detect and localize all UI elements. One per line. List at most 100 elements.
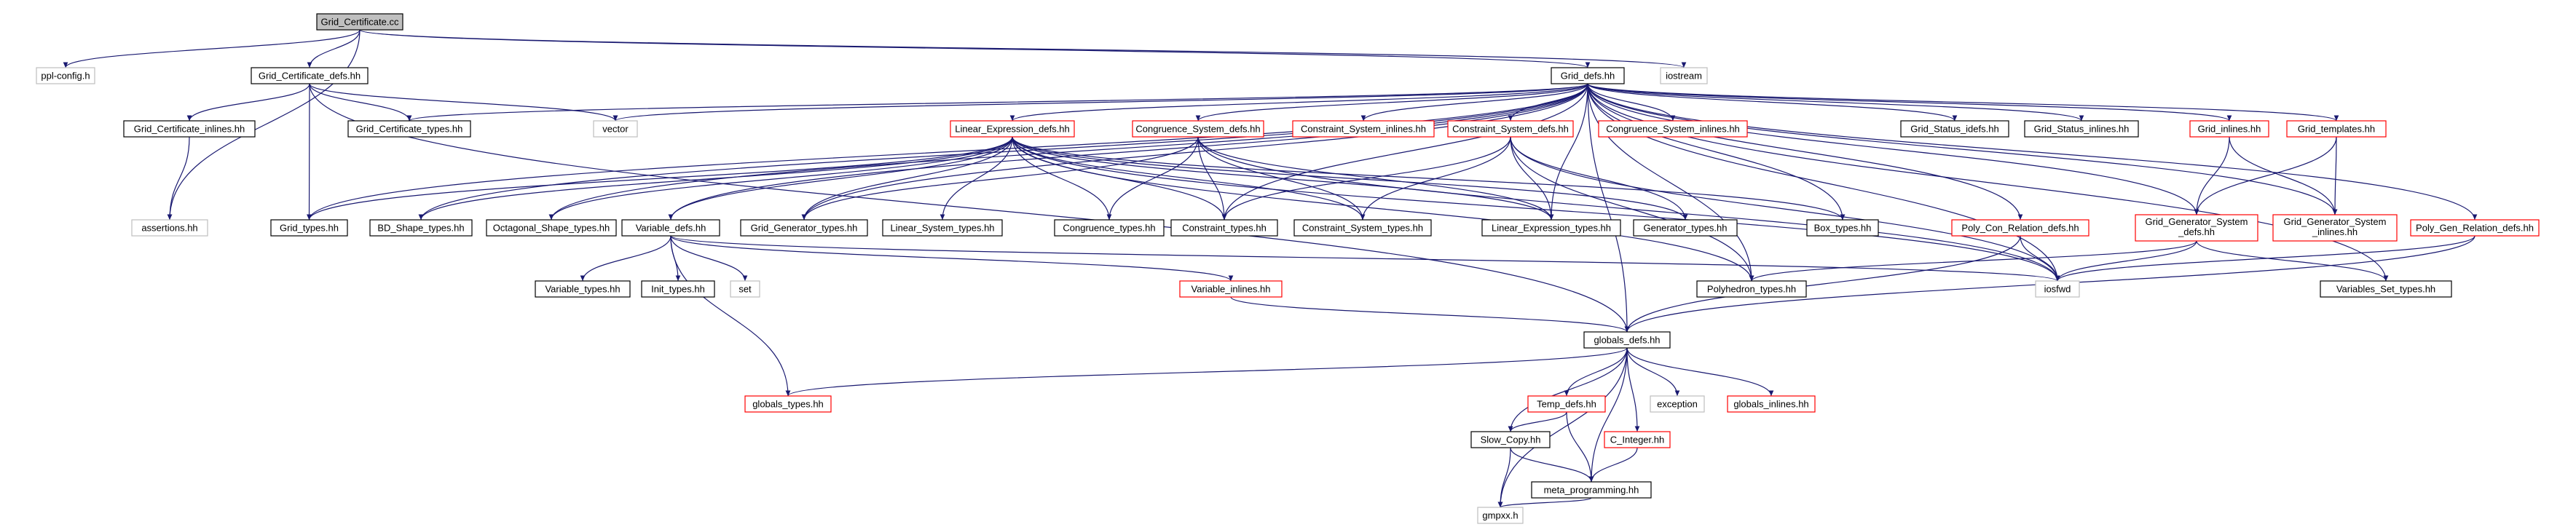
node-label-grid_generator_system_inlines-line-0: Grid_Generator_System — [2284, 216, 2387, 227]
node-label-poly_con_relation_defs: Poly_Con_Relation_defs.hh — [1961, 223, 2079, 234]
node-generator_types[interactable]: Generator_types.hh — [1633, 219, 1738, 237]
node-label-grid_generator_system_defs-line-1: _defs.hh — [2178, 226, 2215, 237]
node-label-grid_generator_system_inlines-line-1: _inlines.hh — [2312, 226, 2358, 237]
node-iostream[interactable]: iostream — [1660, 67, 1708, 84]
node-iosfwd[interactable]: iosfwd — [2035, 280, 2080, 298]
node-c_integer[interactable]: C_Integer.hh — [1604, 431, 1671, 448]
node-grid_certificate_defs[interactable]: Grid_Certificate_defs.hh — [251, 67, 369, 84]
node-constraint_system_defs[interactable]: Constraint_System_defs.hh — [1447, 120, 1574, 138]
edge-grid_defs-to-grid_status_idefs — [1587, 83, 1958, 122]
node-label-set: set — [738, 284, 752, 295]
node-variable_types[interactable]: Variable_types.hh — [535, 280, 631, 298]
node-box-assertions — [131, 219, 208, 237]
edge-grid_templates-to-grid_generator_system_defs — [2194, 136, 2337, 215]
node-octagonal_shape_types[interactable]: Octagonal_Shape_types.hh — [486, 219, 617, 237]
node-label-congruence_types: Congruence_types.hh — [1063, 223, 1155, 234]
node-label-variables_set_types: Variables_Set_types.hh — [2336, 284, 2435, 295]
node-grid_certificate_types[interactable]: Grid_Certificate_types.hh — [347, 120, 471, 138]
node-constraint_types[interactable]: Constraint_types.hh — [1170, 219, 1278, 237]
node-label-iostream: iostream — [1666, 71, 1702, 82]
node-label-grid_certificate_cc: Grid_Certificate.cc — [321, 17, 399, 28]
node-box-slow_copy — [1470, 431, 1551, 448]
node-init_types[interactable]: Init_types.hh — [641, 280, 715, 298]
node-exception[interactable]: exception — [1650, 395, 1705, 413]
node-linear_expression_types[interactable]: Linear_Expression_types.hh — [1481, 219, 1621, 237]
node-variables_set_types[interactable]: Variables_Set_types.hh — [2320, 280, 2452, 298]
node-grid_certificate_cc[interactable]: Grid_Certificate.cc — [316, 13, 403, 31]
node-box-constraint_system_defs — [1447, 120, 1574, 138]
node-grid_defs[interactable]: Grid_defs.hh — [1551, 67, 1625, 84]
node-box-grid_templates — [2286, 120, 2387, 138]
edge-constraint_system_defs-to-constraint_types — [1221, 136, 1511, 221]
node-congruence_system_inlines[interactable]: Congruence_System_inlines.hh — [1598, 120, 1748, 138]
node-poly_gen_relation_defs[interactable]: Poly_Gen_Relation_defs.hh — [2410, 219, 2540, 237]
node-grid_certificate_inlines[interactable]: Grid_Certificate_inlines.hh — [123, 120, 256, 138]
edge-grid_defs-to-congruence_system_inlines — [1587, 83, 1676, 122]
node-label-congruence_system_defs: Congruence_System_defs.hh — [1135, 124, 1260, 135]
node-label-bd_shape_types: BD_Shape_types.hh — [377, 223, 464, 234]
node-box-generator_types — [1633, 219, 1738, 237]
node-box-congruence_system_inlines — [1598, 120, 1748, 138]
node-meta_programming[interactable]: meta_programming.hh — [1531, 481, 1652, 499]
node-grid_types[interactable]: Grid_types.hh — [270, 219, 348, 237]
node-constraint_system_types[interactable]: Constraint_System_types.hh — [1293, 219, 1432, 237]
node-linear_system_types[interactable]: Linear_System_types.hh — [882, 219, 1003, 237]
node-congruence_types[interactable]: Congruence_types.hh — [1054, 219, 1165, 237]
edge-variable_defs-to-iosfwd — [670, 235, 2060, 282]
edge-grid_defs-to-grid_generator_system_defs — [1587, 83, 2199, 215]
node-box-iosfwd — [2035, 280, 2080, 298]
node-variable_inlines[interactable]: Variable_inlines.hh — [1179, 280, 1283, 298]
node-globals_inlines[interactable]: globals_inlines.hh — [1727, 395, 1816, 413]
node-polyhedron_types[interactable]: Polyhedron_types.hh — [1696, 280, 1807, 298]
node-globals_defs[interactable]: globals_defs.hh — [1583, 331, 1671, 349]
edge-constraint_system_defs-to-linear_expression_types — [1510, 136, 1554, 221]
node-constraint_system_inlines[interactable]: Constraint_System_inlines.hh — [1292, 120, 1435, 138]
node-bd_shape_types[interactable]: BD_Shape_types.hh — [369, 219, 473, 237]
node-grid_generator_system_inlines[interactable]: Grid_Generator_System_inlines.hh — [2272, 214, 2398, 242]
edge-grid_defs-to-octagonal_shape_types — [548, 83, 1588, 221]
node-globals_types[interactable]: globals_types.hh — [744, 395, 832, 413]
edge-grid_defs-to-grid_generator_system_inlines — [1587, 83, 2338, 215]
node-slow_copy[interactable]: Slow_Copy.hh — [1470, 431, 1551, 448]
edge-grid_generator_system_defs-to-variables_set_types — [2196, 240, 2389, 282]
node-grid_inlines[interactable]: Grid_inlines.hh — [2189, 120, 2269, 138]
node-vector[interactable]: vector — [593, 120, 638, 138]
node-grid_generator_system_defs[interactable]: Grid_Generator_System_defs.hh — [2135, 214, 2258, 242]
edge-linear_expression_defs-to-iosfwd — [1012, 136, 2060, 282]
node-congruence_system_defs[interactable]: Congruence_System_defs.hh — [1132, 120, 1264, 138]
node-label-exception: exception — [1657, 399, 1698, 410]
node-poly_con_relation_defs[interactable]: Poly_Con_Relation_defs.hh — [1951, 219, 2089, 237]
node-assertions[interactable]: assertions.hh — [131, 219, 208, 237]
node-set[interactable]: set — [730, 280, 760, 298]
node-label-constraint_system_inlines: Constraint_System_inlines.hh — [1301, 124, 1426, 135]
node-temp_defs[interactable]: Temp_defs.hh — [1527, 395, 1606, 413]
node-grid_status_idefs[interactable]: Grid_Status_idefs.hh — [1900, 120, 2009, 138]
node-label-grid_inlines: Grid_inlines.hh — [2198, 124, 2261, 135]
node-variable_defs[interactable]: Variable_defs.hh — [621, 219, 720, 237]
edge-poly_con_relation_defs-to-globals_defs — [1624, 235, 2021, 333]
node-box_types[interactable]: Box_types.hh — [1806, 219, 1879, 237]
node-gmpxx[interactable]: gmpxx.h — [1477, 507, 1524, 524]
node-grid_generator_types[interactable]: Grid_Generator_types.hh — [740, 219, 868, 237]
edge-variable_defs-to-variable_types — [580, 235, 671, 282]
node-ppl_config_h[interactable]: ppl-config.h — [36, 67, 95, 84]
edge-grid_inlines-to-grid_generator_system_inlines — [2229, 136, 2338, 215]
edge-c_integer-to-meta_programming — [1588, 447, 1638, 483]
edge-globals_defs-to-temp_defs — [1564, 347, 1628, 397]
node-label-linear_expression_types: Linear_Expression_types.hh — [1492, 223, 1611, 234]
node-label-linear_system_types: Linear_System_types.hh — [890, 223, 994, 234]
node-label-assertions: assertions.hh — [141, 223, 197, 234]
node-box-poly_gen_relation_defs — [2410, 219, 2540, 237]
edge-grid_defs-to-constraint_system_defs — [1508, 83, 1588, 122]
node-grid_status_inlines[interactable]: Grid_Status_inlines.hh — [2024, 120, 2139, 138]
node-grid_templates[interactable]: Grid_templates.hh — [2286, 120, 2387, 138]
node-label-slow_copy: Slow_Copy.hh — [1481, 435, 1541, 445]
node-box-congruence_system_defs — [1132, 120, 1264, 138]
node-box-gmpxx — [1477, 507, 1524, 524]
node-linear_expression_defs[interactable]: Linear_Expression_defs.hh — [950, 120, 1075, 138]
edge-linear_expression_defs-to-polyhedron_types — [1012, 136, 1754, 282]
node-label-grid_generator_system_defs-line-0: Grid_Generator_System — [2146, 216, 2248, 227]
node-label-poly_gen_relation_defs: Poly_Gen_Relation_defs.hh — [2416, 223, 2534, 234]
edge-globals_defs-to-globals_types — [785, 347, 1628, 397]
